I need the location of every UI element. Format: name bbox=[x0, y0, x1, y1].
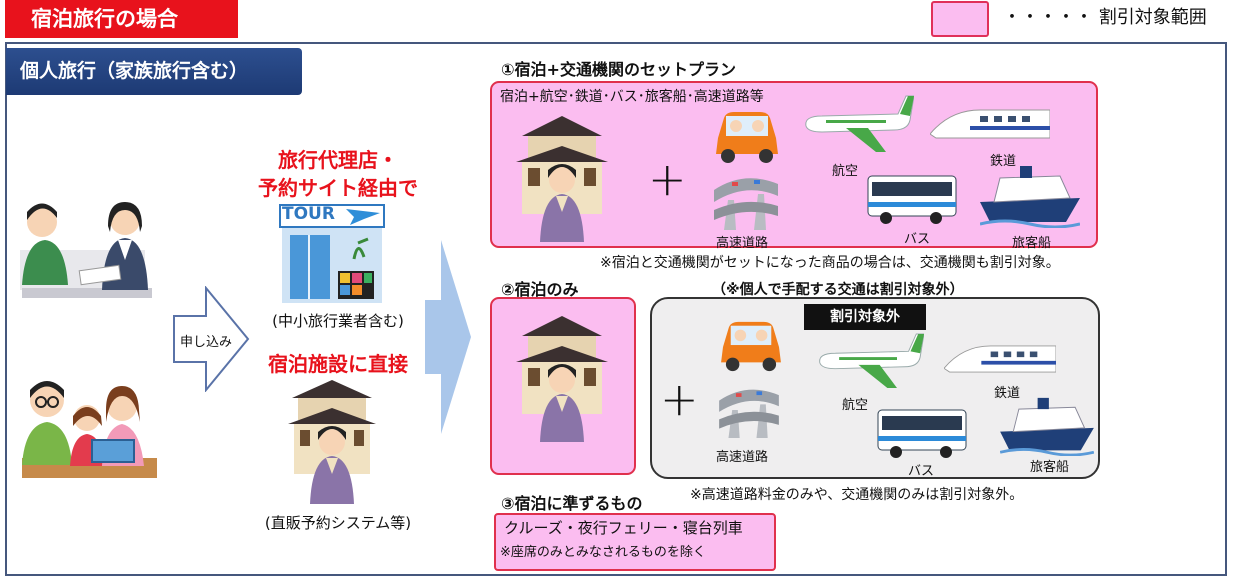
apply-arrow bbox=[173, 286, 250, 392]
apply-label: 申し込み bbox=[180, 335, 233, 350]
plan3-line1: クルーズ・夜行フェリー・寝台列車 bbox=[504, 519, 743, 537]
plan2-label-ship: 旅客船 bbox=[1030, 460, 1070, 475]
inn-hostess-icon bbox=[288, 380, 376, 504]
direct-heading: 宿泊施設に直接 bbox=[268, 352, 408, 376]
plan2-label-bus: バス bbox=[908, 464, 935, 479]
tour-sign: TOUR bbox=[282, 204, 335, 224]
page-title: 宿泊旅行の場合 bbox=[5, 0, 238, 38]
flow-arrow bbox=[425, 240, 471, 434]
consultation-illustration bbox=[20, 202, 152, 298]
plan1-title: ①宿泊+交通機関のセットプラン bbox=[501, 60, 736, 79]
direct-caption: (直販予約システム等) bbox=[264, 514, 412, 532]
bus-icon-2 bbox=[877, 409, 967, 458]
plan3-box bbox=[494, 513, 776, 571]
highway-icon bbox=[714, 178, 778, 230]
plan2-excluded-heading: （※個人で手配する交通は割引対象外） bbox=[712, 282, 964, 298]
plan1-inn-icon bbox=[516, 116, 608, 242]
family-illustration bbox=[22, 381, 157, 478]
plan1-label-bus: バス bbox=[904, 232, 931, 247]
plan2-note: ※高速道路料金のみや、交通機関のみは割引対象外。 bbox=[690, 487, 1024, 503]
agency-heading: 旅行代理店・ 予約サイト経由で bbox=[258, 148, 418, 200]
car-icon bbox=[716, 112, 778, 163]
plan1-note: ※宿泊と交通機関がセットになった商品の場合は、交通機関も割引対象。 bbox=[600, 255, 1060, 271]
bullet-train-icon bbox=[930, 109, 1050, 139]
agency-caption: (中小旅行業者含む) bbox=[272, 312, 404, 330]
plan2-inn-icon bbox=[516, 316, 608, 442]
plan2-label-rail: 鉄道 bbox=[994, 386, 1021, 401]
plus-sign-2: + bbox=[660, 372, 699, 426]
plan1-label-highway: 高速道路 bbox=[716, 236, 769, 251]
plan1-label-air: 航空 bbox=[832, 164, 859, 179]
travel-agency-icon bbox=[279, 204, 385, 303]
plan2-label-highway: 高速道路 bbox=[716, 450, 769, 465]
main-frame bbox=[5, 42, 1227, 576]
plan1-label-ship: 旅客船 bbox=[1012, 236, 1052, 251]
plan2-title: ②宿泊のみ bbox=[501, 280, 579, 299]
airplane-icon bbox=[805, 95, 914, 152]
excluded-badge: 割引対象外 bbox=[804, 304, 926, 330]
legend-text: ・・・・・ 割引対象範囲 bbox=[1003, 7, 1207, 28]
legend-swatch bbox=[931, 1, 989, 37]
ship-icon-2 bbox=[1000, 397, 1094, 456]
bullet-train-icon-2 bbox=[944, 345, 1056, 373]
plan2-label-air: 航空 bbox=[842, 398, 869, 413]
bus-icon bbox=[867, 175, 957, 224]
plan3-title: ③宿泊に準ずるもの bbox=[501, 494, 643, 513]
airplane-icon-2 bbox=[819, 333, 924, 388]
ship-icon bbox=[980, 166, 1080, 228]
plan1-subtitle: 宿泊+航空･鉄道･バス･旅客船･高速道路等 bbox=[500, 89, 764, 105]
plus-sign: + bbox=[648, 152, 687, 206]
highway-icon-2 bbox=[719, 389, 779, 438]
section-title: 個人旅行（家族旅行含む） bbox=[6, 48, 302, 95]
plan1-label-rail: 鉄道 bbox=[990, 154, 1017, 169]
plan3-line2: ※座席のみとみなされるものを除く bbox=[500, 545, 706, 560]
car-icon-2 bbox=[721, 321, 781, 372]
